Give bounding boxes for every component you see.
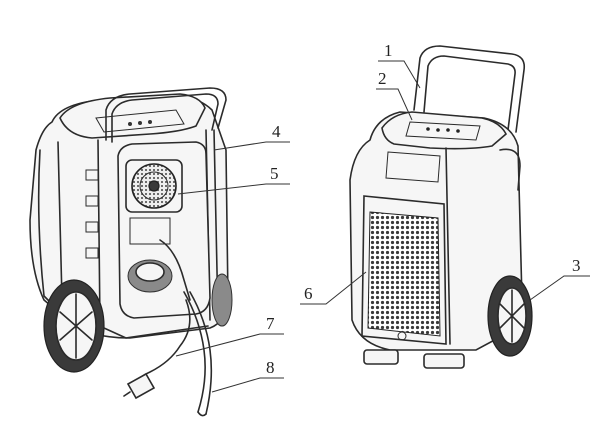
callout-6: 6 <box>304 284 313 303</box>
callout-8: 8 <box>266 358 275 377</box>
leader-7 <box>175 333 284 357</box>
side-slot <box>85 247 99 259</box>
front-foot-right <box>423 353 465 369</box>
control-button <box>436 128 440 132</box>
display-window <box>385 151 441 183</box>
rear-base <box>103 325 209 339</box>
front-view-unit <box>349 45 533 369</box>
callout-5: 5 <box>270 164 279 183</box>
grill-latch <box>397 331 407 341</box>
rear-handle-top <box>105 87 227 141</box>
front-handle-inner <box>423 55 516 131</box>
leader-5 <box>177 183 290 195</box>
leader-6 <box>300 271 367 305</box>
control-panel <box>405 121 481 141</box>
rear-top-panel <box>95 109 185 133</box>
rear-side-edge <box>37 149 67 319</box>
callout-leaders <box>175 60 590 393</box>
front-corner-seam <box>445 147 451 345</box>
rear-indicator-dot <box>138 121 142 125</box>
callout-labels: 1 2 3 4 5 6 7 8 <box>266 41 581 377</box>
rear-wheel-left-spokes <box>59 293 93 359</box>
front-intake-grill <box>367 211 441 337</box>
leader-8 <box>211 377 284 393</box>
rear-side-seam <box>57 141 63 301</box>
drain-hose-end <box>197 411 207 417</box>
rear-indicator-dot <box>148 120 152 124</box>
rear-indicator-dot <box>128 122 132 126</box>
front-handle-outer <box>413 45 526 133</box>
callout-3: 3 <box>572 256 581 275</box>
plug-pin <box>123 391 131 397</box>
side-handle <box>499 148 521 191</box>
rating-label <box>129 217 171 245</box>
control-button <box>456 129 460 133</box>
callout-1: 1 <box>384 41 393 60</box>
leader-4 <box>213 141 290 151</box>
hose-coil-inner <box>135 262 165 282</box>
control-button <box>446 128 450 132</box>
front-top <box>381 111 507 150</box>
control-button <box>426 127 430 131</box>
leader-2 <box>376 88 413 121</box>
front-foot-left <box>363 349 399 365</box>
callout-4: 4 <box>272 122 281 141</box>
rear-view-unit <box>29 87 233 417</box>
rear-wheel-right <box>211 273 233 327</box>
leader-3 <box>529 275 590 301</box>
side-slot <box>85 195 99 207</box>
rear-top-lid <box>59 93 206 139</box>
rear-handle-inner <box>111 93 219 143</box>
side-slot <box>85 221 99 233</box>
front-wheel-spokes <box>499 289 525 343</box>
leader-1 <box>378 60 421 89</box>
power-plug <box>126 372 156 400</box>
drain-hose-edge <box>189 291 213 415</box>
drain-hose <box>183 291 206 413</box>
side-slot <box>85 169 99 181</box>
callout-7: 7 <box>266 314 275 333</box>
fan-ring <box>139 171 169 201</box>
callout-2: 2 <box>378 69 387 88</box>
fan-hub <box>148 180 160 192</box>
cord-exit <box>159 239 191 301</box>
